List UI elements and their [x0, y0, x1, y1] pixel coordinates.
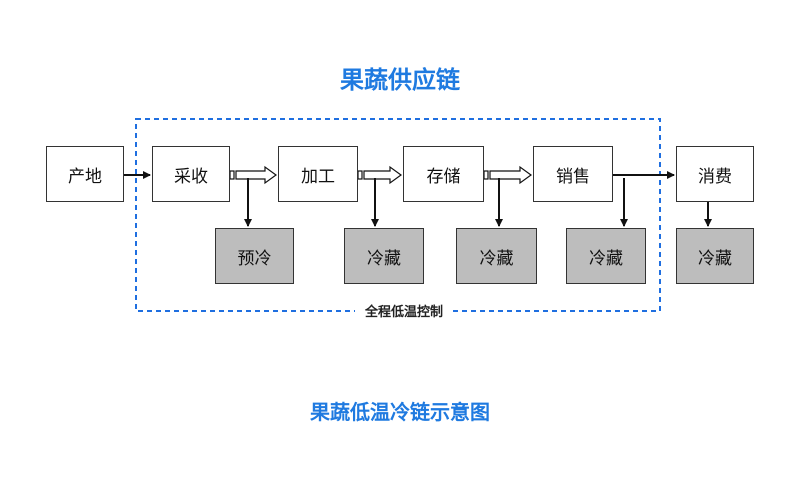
diagram-title: 果蔬供应链 [340, 66, 460, 94]
hollow-arrow-store-sell [483, 165, 533, 185]
node-harvest: 采收 [152, 146, 230, 202]
boundary-label: 全程低温控制 [355, 301, 454, 320]
node-consume-cold: 冷藏 [676, 228, 754, 284]
node-storage: 存储 [403, 146, 484, 202]
node-store-cold: 冷藏 [456, 228, 537, 284]
cold-chain-boundary [135, 118, 661, 312]
node-precool: 预冷 [215, 228, 294, 284]
node-consumption: 消费 [676, 146, 754, 202]
node-sell-cold: 冷藏 [566, 228, 646, 284]
diagram-caption: 果蔬低温冷链示意图 [310, 400, 490, 424]
node-process: 加工 [278, 146, 358, 202]
hollow-arrow-process-store [357, 165, 403, 185]
node-sales: 销售 [533, 146, 613, 202]
node-origin: 产地 [46, 146, 124, 202]
hollow-arrow-harvest-process [229, 165, 278, 185]
node-process-cold: 冷藏 [344, 228, 424, 284]
